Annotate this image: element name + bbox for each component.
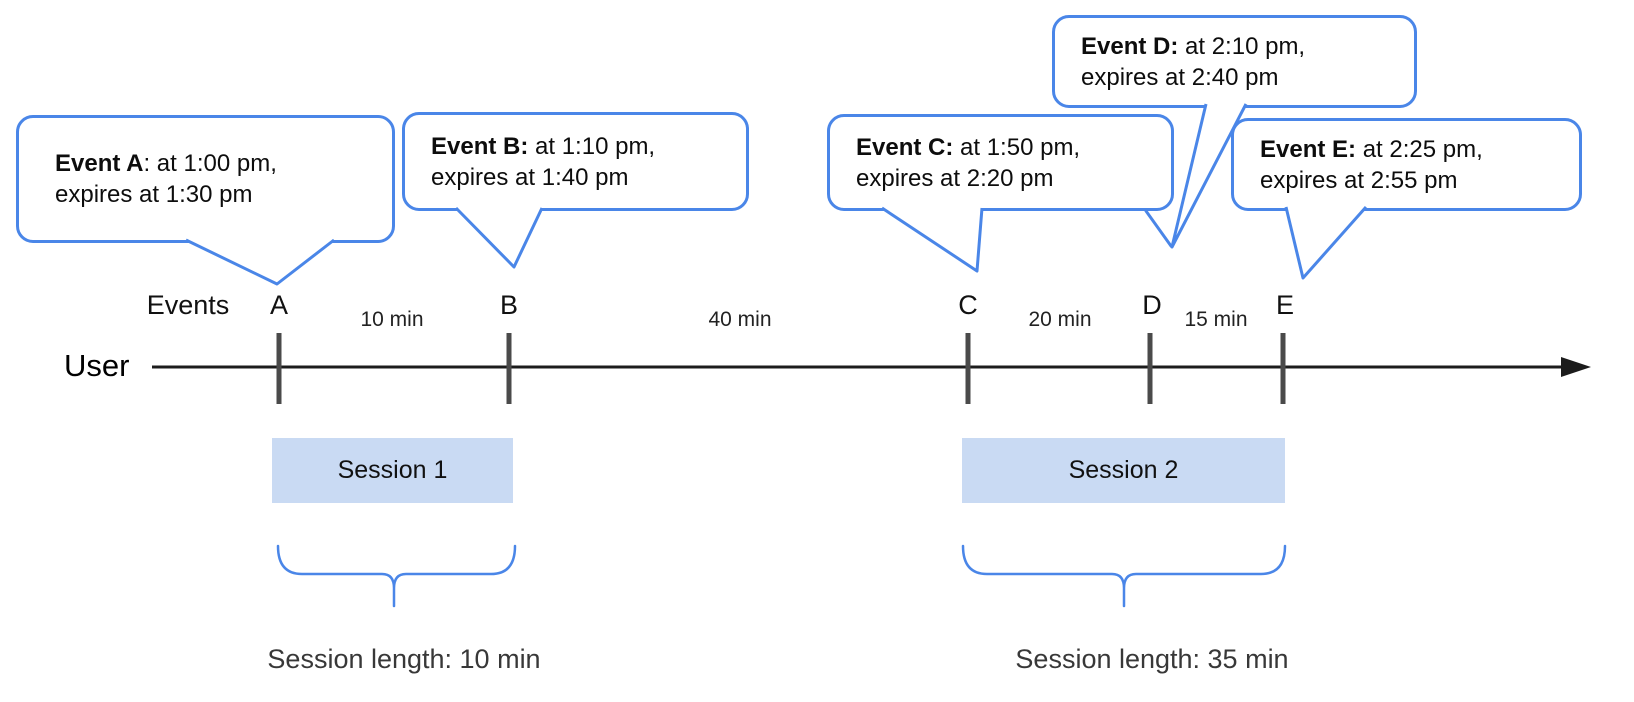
- event-b-callout-tail: [454, 206, 544, 269]
- event-b-callout-line2: expires at 1:40 pm: [431, 163, 629, 191]
- events-row-label: Events: [146, 290, 230, 320]
- event-c-callout-line1: Event C: at 1:50 pm,: [856, 132, 1171, 163]
- event-c-callout-tail: [881, 206, 984, 273]
- session-1-label: Session 1: [337, 456, 448, 484]
- session-2-label: Session 2: [1068, 456, 1179, 484]
- user-label: User: [64, 348, 130, 383]
- tick-e: [1280, 333, 1286, 404]
- event-e-callout-line2: expires at 2:55 pm: [1260, 166, 1458, 194]
- event-c-time: at 1:50 pm,: [953, 133, 1081, 161]
- tick-label-e: E: [1275, 290, 1295, 320]
- tick-c: [965, 333, 971, 404]
- event-b-callout-line1: Event B: at 1:10 pm,: [431, 131, 746, 162]
- event-d-callout-tail-edge: [1144, 209, 1173, 248]
- interval-label-de: 15 min: [1184, 308, 1248, 331]
- event-e-callout: Event E: at 2:25 pm, expires at 2:55 pm: [1231, 118, 1582, 211]
- event-d-callout-line2: expires at 2:40 pm: [1081, 63, 1279, 91]
- event-e-callout-line1: Event E: at 2:25 pm,: [1260, 134, 1579, 165]
- session-2-brace: [961, 544, 1287, 608]
- session-2-length-caption: Session length: 35 min: [1015, 644, 1289, 674]
- tick-a: [276, 333, 282, 404]
- event-a-callout: Event A: at 1:00 pm, expires at 1:30 pm: [16, 115, 395, 243]
- event-b-callout: Event B: at 1:10 pm, expires at 1:40 pm: [402, 112, 749, 211]
- session-1-length-caption: Session length: 10 min: [267, 644, 541, 674]
- event-a-time: : at 1:00 pm,: [143, 150, 277, 177]
- event-e-callout-tail: [1284, 206, 1368, 280]
- event-c-callout: Event C: at 1:50 pm, expires at 2:20 pm: [827, 114, 1174, 211]
- event-a-callout-tail: [185, 238, 335, 286]
- event-c-title: Event C:: [856, 133, 954, 161]
- tick-b: [506, 333, 512, 404]
- event-a-callout-line1: Event A: at 1:00 pm,: [55, 148, 392, 179]
- event-d-callout-line1: Event D: at 2:10 pm,: [1081, 31, 1414, 62]
- interval-label-bc: 40 min: [708, 308, 772, 331]
- interval-label-ab: 10 min: [360, 308, 424, 331]
- tick-label-a: A: [269, 290, 289, 320]
- event-a-title: Event A: [55, 150, 144, 177]
- event-b-title: Event B:: [431, 132, 529, 160]
- event-a-callout-line2: expires at 1:30 pm: [55, 181, 253, 208]
- session-2-box: Session 2: [962, 438, 1285, 503]
- event-b-time: at 1:10 pm,: [528, 132, 656, 160]
- tick-label-c: C: [958, 290, 978, 320]
- event-e-title: Event E:: [1260, 135, 1357, 163]
- tick-d: [1147, 333, 1153, 404]
- event-e-time: at 2:25 pm,: [1356, 135, 1483, 163]
- timeline-arrowhead-icon: [1561, 357, 1591, 377]
- interval-label-cd: 20 min: [1028, 308, 1092, 331]
- event-d-title: Event D:: [1081, 32, 1179, 60]
- event-d-time: at 2:10 pm,: [1178, 32, 1306, 60]
- tick-label-d: D: [1142, 290, 1162, 320]
- event-d-callout: Event D: at 2:10 pm, expires at 2:40 pm: [1052, 15, 1417, 108]
- tick-label-b: B: [499, 290, 519, 320]
- session-1-brace: [276, 544, 517, 608]
- event-c-callout-line2: expires at 2:20 pm: [856, 164, 1054, 192]
- session-1-box: Session 1: [272, 438, 513, 503]
